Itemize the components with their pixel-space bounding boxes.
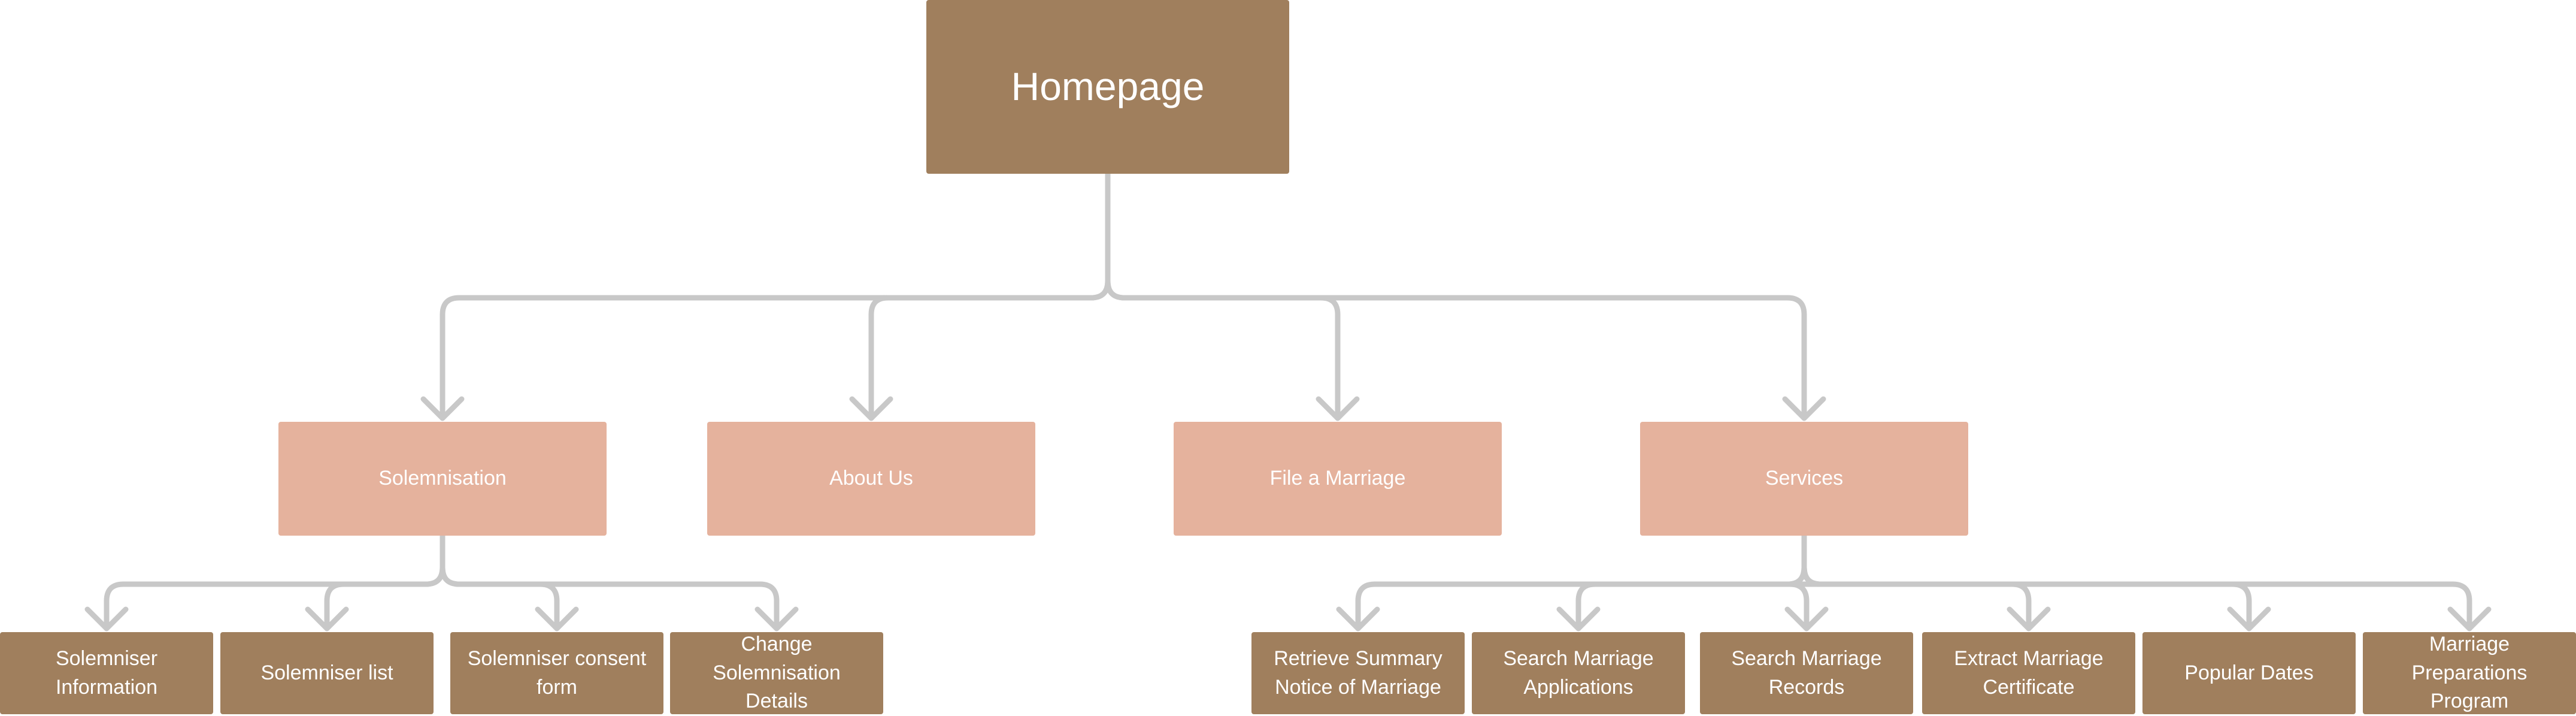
node-solemniser-information[interactable]: Solemniser Information (0, 632, 213, 714)
services-connector-branch-1 (1575, 564, 1807, 632)
node-solemniser-consent-form[interactable]: Solemniser consent form (450, 632, 663, 714)
services-connector-branch-3 (1801, 564, 2032, 632)
node-solemnisation[interactable]: Solemnisation (278, 422, 607, 536)
root-connector-branch-2 (1105, 278, 1341, 421)
root-connector-branch-1 (868, 278, 1111, 421)
services-connector-arrow-1 (1556, 606, 1601, 632)
node-search-marriage-records-label: Search Marriage Records (1731, 646, 1882, 699)
solemnisation-connector-branch-1 (324, 564, 446, 632)
node-change-solemnisation-details[interactable]: Change Solemnisation Details (670, 632, 883, 714)
node-solemniser-information-label: Solemniser Information (55, 646, 158, 699)
node-solemnisation-label: Solemnisation (378, 467, 507, 490)
services-connector-arrow-2 (1784, 606, 1829, 632)
solemnisation-connector-branch-3 (440, 564, 780, 632)
solemnisation-connector-arrow-3 (754, 606, 799, 632)
node-about-us[interactable]: About Us (707, 422, 1035, 536)
root-connector-arrow-0 (420, 396, 465, 421)
node-search-marriage-records[interactable]: Search Marriage Records (1700, 632, 1913, 714)
services-connector-branch-5 (1801, 564, 2472, 632)
node-solemniser-list-label: Solemniser list (260, 661, 393, 684)
root-connector-arrow-2 (1316, 396, 1360, 421)
node-retrieve-summary-notice-label: Retrieve Summary Notice of Marriage (1274, 646, 1442, 699)
node-solemniser-consent-form-label: Solemniser consent form (467, 646, 647, 699)
services-connector-arrow-5 (2447, 606, 2492, 632)
node-extract-marriage-certificate[interactable]: Extract Marriage Certificate (1922, 632, 2135, 714)
solemnisation-connector-branch-2 (440, 564, 560, 632)
node-marriage-preparations-program-label: Marriage Preparations Program (2411, 633, 2527, 713)
node-popular-dates[interactable]: Popular Dates (2142, 632, 2356, 714)
node-solemniser-list[interactable]: Solemniser list (220, 632, 434, 714)
node-services-label: Services (1765, 467, 1844, 490)
services-connector-arrow-0 (1336, 606, 1380, 632)
node-services[interactable]: Services (1640, 422, 1968, 536)
node-homepage[interactable]: Homepage (926, 0, 1289, 174)
root-connector-arrow-3 (1782, 396, 1826, 421)
node-extract-marriage-certificate-label: Extract Marriage Certificate (1954, 646, 2104, 699)
node-homepage-label: Homepage (1011, 64, 1205, 109)
root-connector-arrow-1 (849, 396, 893, 421)
node-change-solemnisation-details-label: Change Solemnisation Details (713, 633, 841, 713)
node-file-a-marriage[interactable]: File a Marriage (1174, 422, 1502, 536)
solemnisation-connector-branch-0 (104, 564, 446, 632)
root-connector-branch-0 (440, 278, 1111, 421)
node-popular-dates-label: Popular Dates (2184, 661, 2314, 684)
solemnisation-connector-arrow-0 (84, 606, 129, 632)
node-search-marriage-applications[interactable]: Search Marriage Applications (1472, 632, 1685, 714)
solemnisation-connector-arrow-1 (305, 606, 349, 632)
node-retrieve-summary-notice[interactable]: Retrieve Summary Notice of Marriage (1251, 632, 1465, 714)
node-marriage-preparations-program[interactable]: Marriage Preparations Program (2363, 632, 2576, 714)
node-file-a-marriage-label: File a Marriage (1269, 467, 1406, 490)
root-connector-branch-3 (1105, 278, 1807, 421)
services-connector-arrow-4 (2227, 606, 2271, 632)
services-connector-arrow-3 (2007, 606, 2051, 632)
node-search-marriage-applications-label: Search Marriage Applications (1503, 646, 1654, 699)
solemnisation-connector-arrow-2 (535, 606, 579, 632)
node-about-us-label: About Us (829, 467, 913, 490)
